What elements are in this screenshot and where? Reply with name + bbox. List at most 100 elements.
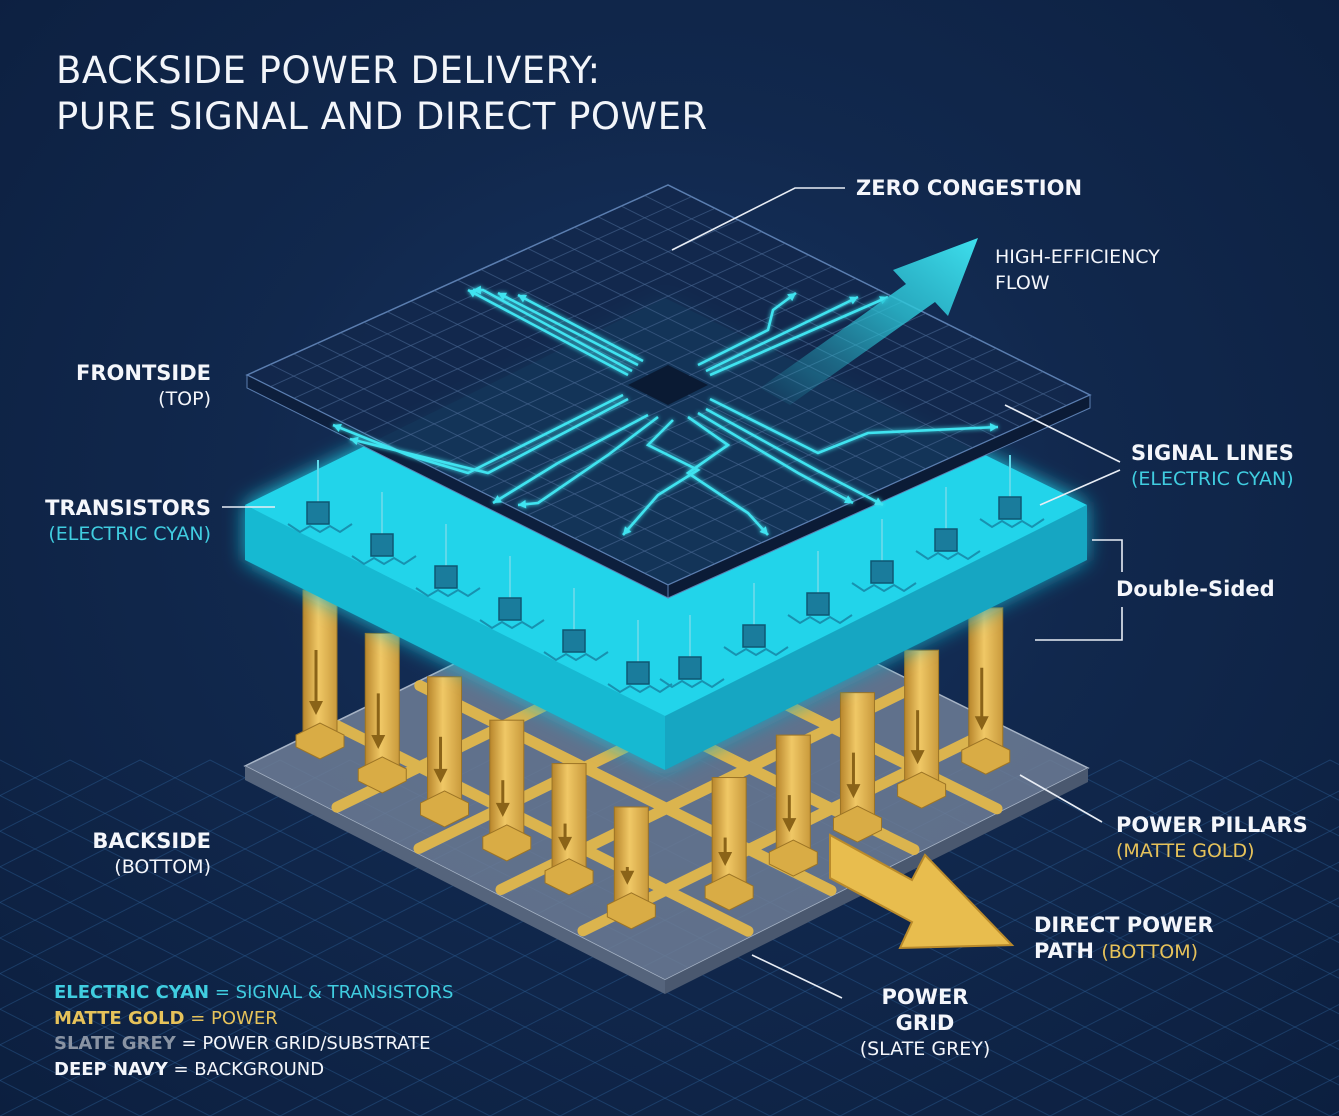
legend-item: ELECTRIC CYAN = SIGNAL & TRANSISTORS [54,980,453,1006]
floor-grid-line [1119,759,1339,872]
legend-value: POWER GRID/SUBSTRATE [202,1033,431,1054]
transistor [607,620,673,694]
signal-line [467,288,629,377]
current-arrow-icon [782,818,797,833]
floor-grid-line [1119,1004,1339,1116]
pillar-shaft [839,692,875,819]
floor-grid-line [0,1044,141,1116]
pillar-shaft [489,719,525,838]
signal-line [685,415,769,536]
legend-sep: = [184,1007,211,1029]
direct-power-path-sub: (BOTTOM) [1101,941,1199,963]
transistor-trace [851,582,917,593]
transistor-body [626,661,650,685]
color-legend: ELECTRIC CYAN = SIGNAL & TRANSISTORS MAT… [54,980,453,1082]
legend-sep: = [167,1058,195,1080]
pillar-shaft [302,589,338,736]
signal-line [622,419,701,536]
floor-grid-line [0,759,141,832]
bus-bar [414,680,837,896]
transistor-trace [979,518,1045,529]
power-pillar [420,676,470,828]
floor-grid-line [1049,759,1339,908]
signal-arrowhead-icon [989,423,998,432]
signal-arrowhead-icon [874,497,883,506]
floor-grid-line [0,1008,211,1116]
floor-grid-line [139,759,841,1116]
power-grid-sub: (SLATE GREY) [859,1038,991,1060]
direct-power-path-arrow [829,833,1015,950]
transistor-body [806,592,830,616]
floor-grid-line [909,897,1339,1116]
frontside-main: FRONTSIDE [76,361,211,385]
leader-lines [222,187,1123,999]
transistor [659,615,725,689]
frontside-label: FRONTSIDE (TOP) [76,360,211,412]
floor-grid-line [979,932,1339,1116]
backside-sub: (BOTTOM) [114,856,211,878]
transistor [979,455,1045,529]
transistor-body [498,597,522,621]
pillar-base [704,873,754,911]
floor-grid-line [699,790,1339,1116]
floor-grid-line [0,759,281,903]
signal-arrowhead-icon [759,526,768,535]
transistor-trace [607,683,673,694]
signal-line [349,397,629,475]
legend-key: ELECTRIC CYAN [54,982,210,1003]
power-pillars-sub: (MATTE GOLD) [1116,840,1255,862]
signal-arrowhead-icon [350,436,359,446]
floor-grid-line [0,830,561,1116]
zero-congestion-label: ZERO CONGESTION [856,176,1083,200]
signal-arrowhead-icon [623,526,632,535]
plate-grid-line [621,371,1044,563]
signal-line [332,393,624,475]
transistor [543,588,609,662]
direct-power-path-line-1: DIRECT POWER [1034,913,1214,937]
direct-power-path-line-2: PATH [1034,939,1094,963]
transistor-trace [415,587,481,598]
backside-label: BACKSIDE (BOTTOM) [92,828,211,880]
floor-grid-line [0,795,631,1116]
current-arrow-icon [433,768,448,783]
floor-grid-line [839,861,1339,1116]
signal-lines-main: SIGNAL LINES [1131,441,1294,465]
power-pillar [704,777,754,911]
floor-grid-line [0,759,701,1116]
signal-arrowhead-icon [498,292,507,301]
transistor-body [998,496,1022,520]
transistor [479,556,545,630]
current-arrow-icon [620,870,635,885]
legend-value: POWER [211,1007,278,1029]
floor-grid-line [69,759,771,1116]
power-pillar [482,719,532,862]
transistors-label: TRANSISTORS (ELECTRIC CYAN) [45,495,211,547]
current-arrow-icon [309,701,323,715]
title-line-1: BACKSIDE POWER DELIVERY: [56,49,601,92]
floor-grid-line [0,759,211,868]
current-arrow-icon [371,734,386,749]
page-title: BACKSIDE POWER DELIVERY: PURE SIGNAL AND… [56,48,708,140]
pillar-base [295,722,345,760]
high-efficiency-flow-label: HIGH-EFFICIENCY FLOW [995,244,1160,296]
transistor-body [562,629,586,653]
floor-grid-line [0,973,281,1116]
transistor-body [934,528,958,552]
power-pillar [606,806,656,930]
pillar-base [420,790,470,828]
floor-grid-line [1329,759,1339,766]
pillar-shaft [364,632,400,770]
floor-grid-line [0,866,491,1116]
transistor-trace [915,550,981,561]
floor-grid-line [0,901,421,1116]
pillar-base [897,771,947,809]
pillar-shaft [968,607,1004,751]
bus-bar [331,720,754,937]
transistor [415,524,481,598]
legend-item: DEEP NAVY = BACKGROUND [54,1057,453,1083]
floor-grid-line [0,759,421,975]
power-pillars-label: POWER PILLARS (MATTE GOLD) [1116,812,1308,864]
double-sided-label: Double-Sided [1116,577,1275,601]
power-pillar [832,692,882,843]
